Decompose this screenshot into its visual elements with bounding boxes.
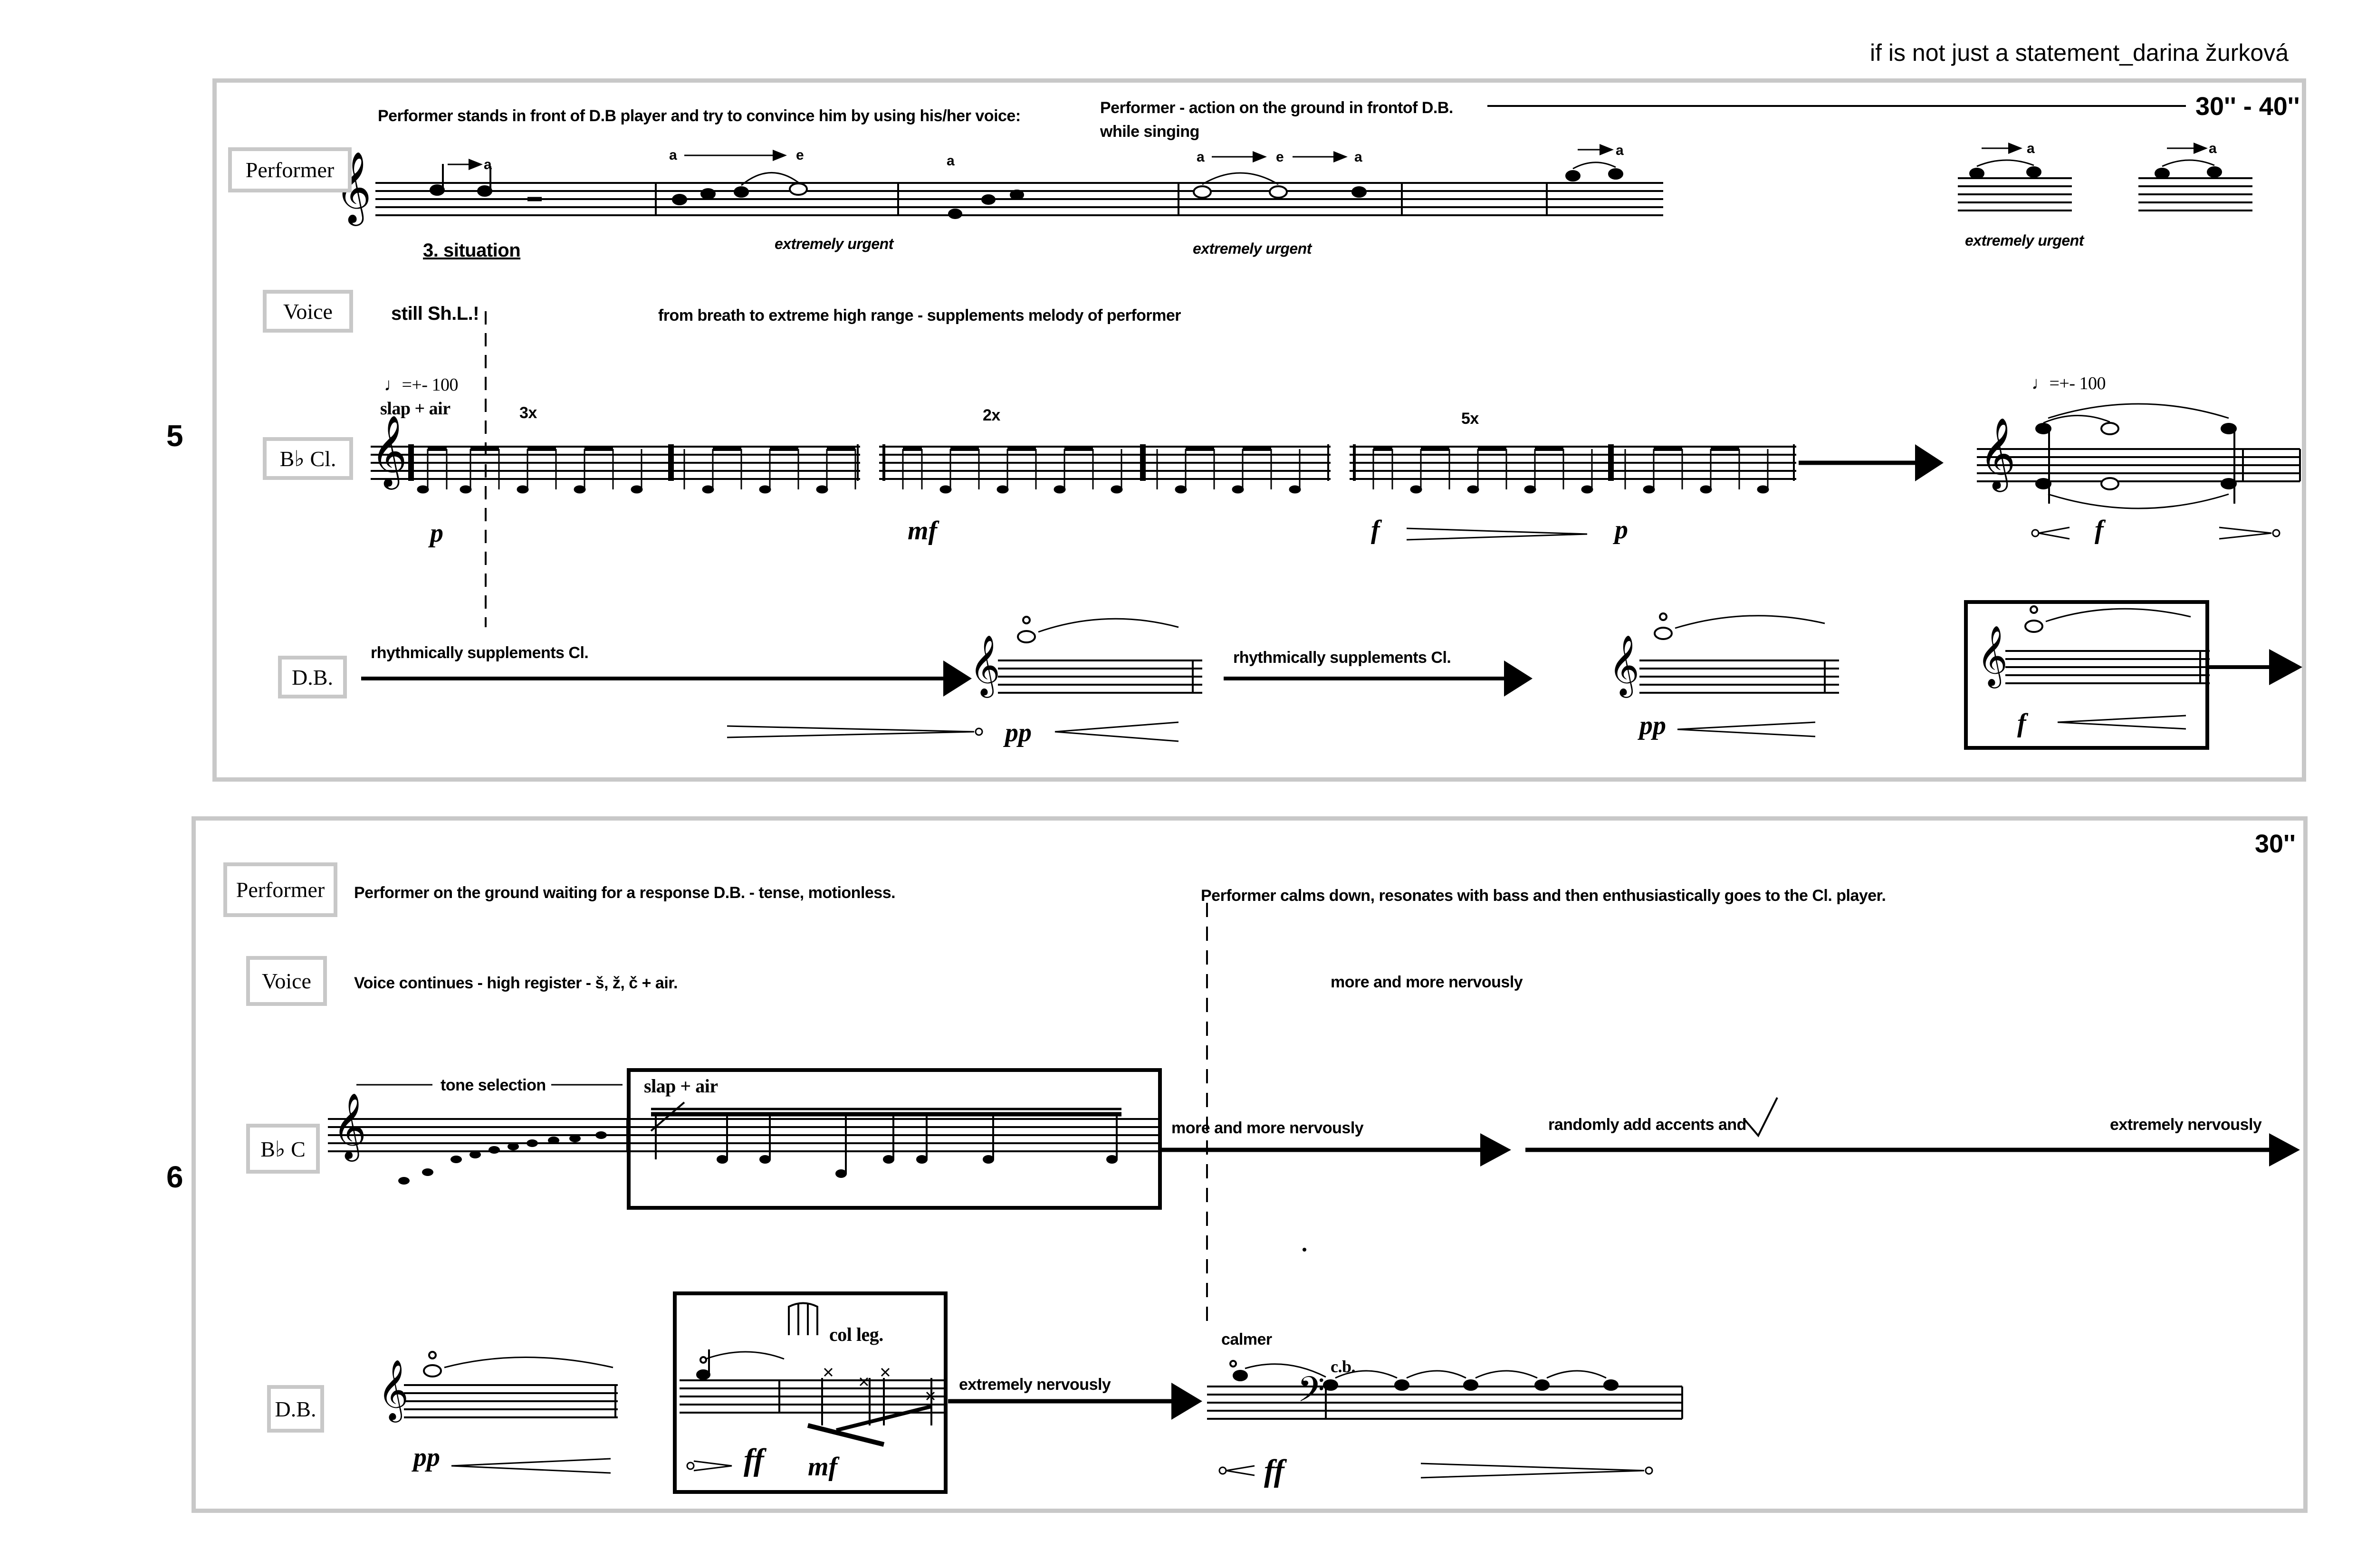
performer-instruction: Performer calms down, resonates with bas… [1201,887,1886,905]
treble-clef-icon: 𝄞 [1977,627,2008,685]
instrument-label-clarinet: B♭ Cl. [263,437,353,480]
voice-instruction: more and more nervously [1331,973,1523,991]
dynamic-marking: pp [1639,711,1666,740]
technique-marking: c.b. [1331,1357,1356,1376]
performer-instruction: Performer - action on the ground in fron… [1100,99,1453,117]
treble-clef-icon: 𝄞 [333,1094,366,1157]
vowel-label: a [1354,149,1362,165]
dynamic-marking: f [1371,515,1380,545]
duration-5: 30'' - 40'' [2195,92,2300,121]
expression-marking: extremely urgent [1193,240,1312,257]
tempo-marking: ♩=+- 100 [384,375,459,395]
clarinet-instruction: extremely nervously [2110,1116,2262,1134]
dynamic-marking: ff [744,1443,764,1477]
repeat-count: 2x [983,406,1000,424]
piece-title: if is not just a statement_darina žurkov… [1870,39,2289,66]
instrument-label-voice: Voice [246,956,327,1006]
clarinet-instruction: randomly add accents and [1548,1116,1746,1134]
bass-clef-icon: 𝄢 [1297,1371,1325,1418]
treble-clef-icon: 𝄞 [378,1361,409,1419]
instrument-label-performer: Performer [223,862,337,917]
technique-marking: col leg. [829,1324,883,1345]
vowel-label: a [669,147,677,163]
technique-marking: slap + air [644,1075,718,1097]
expression-marking: extremely urgent [1965,232,2084,249]
instrument-label-clarinet: B♭ C [246,1124,320,1174]
vowel-label: a [947,153,955,169]
tempo-marking: ♩=+- 100 [2031,373,2106,393]
dynamic-marking: pp [413,1443,440,1472]
dynamic-marking: ff [1264,1453,1284,1488]
repeat-count: 3x [519,404,537,422]
dynamic-marking: mf [808,1452,838,1482]
technique-marking: slap + air [380,399,450,419]
duration-6: 30'' [2255,830,2296,858]
situation-label: 3. situation [423,240,521,261]
dynamic-marking: pp [1005,718,1032,747]
vowel-label: e [796,147,804,163]
voice-instruction: Voice continues - high register - š, ž, … [354,974,678,992]
system-6-frame [192,816,2308,1513]
dynamic-marking: f [2017,708,2026,738]
bass-instruction: rhythmically supplements Cl. [371,644,589,662]
bass-instruction: calmer [1221,1330,1272,1348]
clarinet-instruction: more and more nervously [1171,1119,1364,1137]
treble-clef-icon: 𝄞 [969,636,1001,694]
tone-selection-label: tone selection [441,1076,546,1094]
performer-instruction: while singing [1100,123,1199,141]
voice-instruction: still Sh.L.! [391,303,479,324]
treble-clef-icon: 𝄞 [1979,420,2016,488]
instrument-label-performer: Performer [228,147,352,192]
vowel-label: e [1276,149,1284,165]
vowel-label: a [1616,143,1624,158]
vowel-label: a [2027,141,2035,156]
bass-instruction: rhythmically supplements Cl. [1233,649,1451,667]
instrument-label-voice: Voice [263,290,353,333]
system-number-6: 6 [166,1160,183,1194]
system-number-5: 5 [166,419,183,453]
dynamic-marking: mf [908,516,938,545]
voice-instruction: from breath to extreme high range - supp… [658,306,1181,325]
vowel-label: a [484,157,492,172]
dynamic-marking: p [1615,515,1628,545]
dynamic-marking: f [2095,515,2104,545]
treble-clef-icon: 𝄞 [1609,636,1640,694]
instrument-label-bass: D.B. [267,1385,324,1433]
treble-clef-icon: 𝄞 [371,417,407,486]
instrument-label-bass: D.B. [278,656,347,698]
bass-instruction: extremely nervously [959,1376,1111,1394]
vowel-label: a [2209,141,2217,156]
repeat-count: 5x [1461,410,1479,428]
expression-marking: extremely urgent [775,235,893,252]
performer-instruction: Performer stands in front of D.B player … [378,107,1021,125]
performer-instruction: Performer on the ground waiting for a re… [354,884,896,902]
vowel-label: a [1197,149,1205,165]
system-5-frame [212,78,2306,782]
dynamic-marking: p [430,518,443,548]
